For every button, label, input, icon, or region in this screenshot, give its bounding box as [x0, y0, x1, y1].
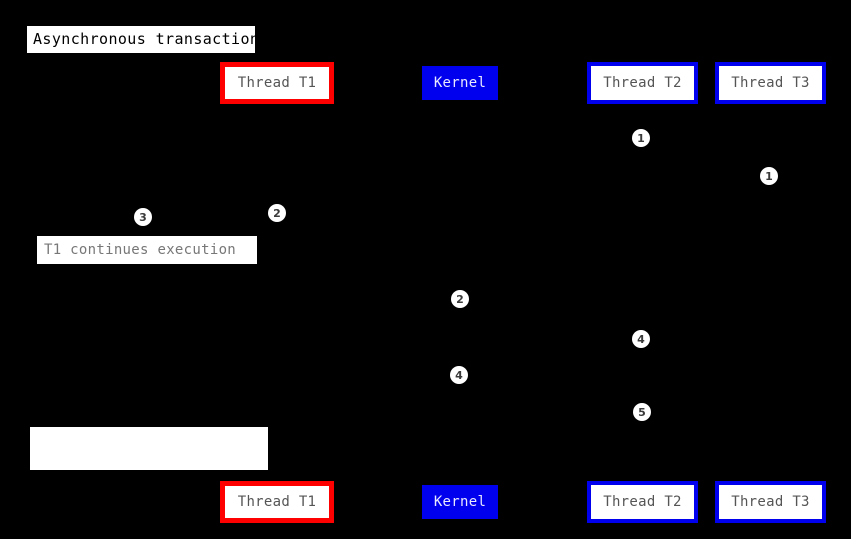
participant-label: Kernel: [433, 75, 487, 91]
participant-label: Thread T1: [237, 494, 317, 510]
step-badge-number: 4: [455, 368, 463, 382]
step-badge: 4: [450, 366, 468, 384]
step-badge-number: 2: [456, 292, 464, 306]
lifeline-thread-t3: [770, 104, 771, 481]
step-badge-number: 1: [637, 131, 645, 145]
step-badge: 1: [632, 129, 650, 147]
participant-label: Thread T2: [603, 75, 682, 91]
participant-header-kernel[interactable]: Kernel: [422, 66, 498, 100]
participant-header-thread-t1[interactable]: Thread T1: [220, 62, 334, 104]
participant-label: Thread T2: [603, 494, 682, 510]
step-badge-number: 4: [637, 332, 645, 346]
participant-label: Thread T3: [731, 494, 810, 510]
participant-footer-thread-t1[interactable]: Thread T1: [220, 481, 334, 523]
lifeline-thread-t1: [277, 104, 278, 481]
step-badge-number: 2: [273, 206, 281, 220]
lifeline-nub-t1-bottom: [274, 478, 279, 482]
lifeline-nub-t2-bottom: [639, 478, 644, 482]
step-badge-number: 5: [638, 405, 646, 419]
note-blank: [30, 427, 268, 470]
participant-label: Kernel: [433, 494, 487, 510]
step-badge: 4: [632, 330, 650, 348]
step-badge-number: 3: [139, 210, 147, 224]
lifeline-thread-t2: [642, 104, 643, 481]
step-badge: 5: [633, 403, 651, 421]
note-t1-continues-execution: T1 continues execution: [37, 236, 257, 264]
participant-label: Thread T1: [237, 75, 317, 91]
step-badge: 2: [268, 204, 286, 222]
step-badge: 3: [134, 208, 152, 226]
note-text: T1 continues execution: [44, 242, 237, 258]
step-badge: 2: [451, 290, 469, 308]
participant-footer-thread-t3[interactable]: Thread T3: [715, 481, 826, 523]
participant-header-thread-t3[interactable]: Thread T3: [715, 62, 826, 104]
step-badge-number: 1: [765, 169, 773, 183]
lifeline-nub-t3-bottom: [767, 478, 772, 482]
participant-footer-kernel[interactable]: Kernel: [422, 485, 498, 519]
step-badge: 1: [760, 167, 778, 185]
participant-label: Thread T3: [731, 75, 810, 91]
diagram-title: Asynchronous transaction: [27, 26, 259, 53]
participant-footer-thread-t2[interactable]: Thread T2: [587, 481, 698, 523]
participant-header-thread-t2[interactable]: Thread T2: [587, 62, 698, 104]
